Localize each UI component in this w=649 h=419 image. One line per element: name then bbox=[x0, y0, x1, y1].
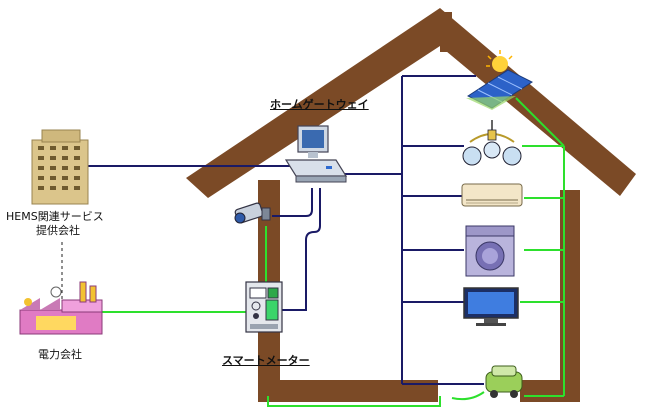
security-camera-icon bbox=[234, 202, 271, 224]
power-company-label: 電力会社 bbox=[38, 348, 82, 361]
office-building-icon bbox=[31, 129, 89, 205]
electric-car-icon bbox=[485, 365, 523, 398]
computer-icon bbox=[284, 125, 348, 183]
solar-panel-icon bbox=[466, 50, 534, 110]
smart-meter-label: スマートメーター bbox=[222, 354, 310, 367]
air-conditioner-icon bbox=[461, 183, 523, 207]
power-lines bbox=[102, 97, 565, 407]
power-plant-icon bbox=[19, 281, 103, 335]
hems-provider-label-line2: 提供会社 bbox=[36, 224, 80, 237]
smart-meter-icon bbox=[245, 281, 283, 333]
chandelier-icon bbox=[462, 120, 522, 166]
home-gateway-label: ホームゲートウェイ bbox=[270, 98, 369, 111]
hems-provider-label-line1: HEMS関連サービス bbox=[6, 210, 104, 223]
washing-machine-icon bbox=[465, 225, 515, 277]
television-icon bbox=[463, 287, 519, 326]
data-lines bbox=[88, 75, 484, 385]
